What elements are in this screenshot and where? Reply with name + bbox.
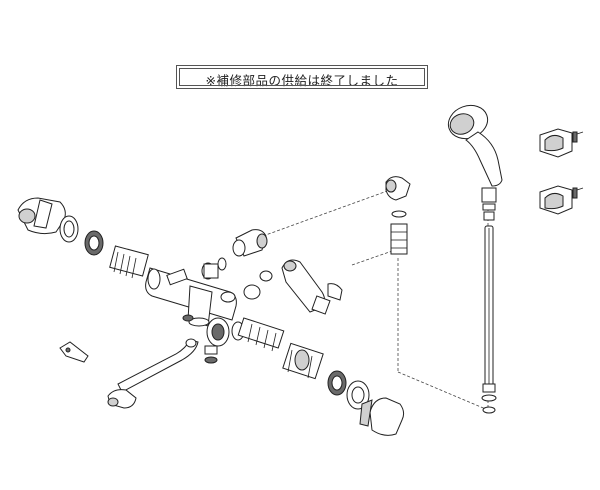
left-handle — [17, 197, 66, 235]
shower-hose — [481, 211, 497, 414]
drain-plug — [204, 345, 218, 364]
spout-pipe — [117, 338, 199, 393]
left-handle-nut — [59, 215, 79, 243]
shower-holder-upper — [539, 128, 584, 158]
left-handle-ring — [84, 230, 104, 256]
left-cartridge — [109, 245, 149, 279]
hose-elbow-adapter — [385, 176, 411, 218]
check-valve — [201, 229, 273, 303]
wrench-tool — [59, 341, 89, 363]
mixer-body — [145, 267, 237, 327]
right-handle — [359, 397, 405, 436]
discontinued-parts-notice: ※補修部品の供給は終了しました — [176, 65, 428, 89]
right-handle-ring — [327, 370, 370, 410]
fixing-nut — [206, 317, 230, 347]
shower-spout-arm — [281, 259, 343, 315]
shower-holder-lower — [539, 185, 584, 215]
notice-text: ※補修部品の供給は終了しました — [205, 73, 399, 88]
right-thermostat-unit — [282, 342, 324, 380]
shower-head — [447, 104, 503, 211]
spout-tip — [107, 389, 137, 409]
right-cartridge — [231, 317, 285, 352]
hose-connector — [390, 223, 408, 255]
leader-lines — [262, 189, 489, 411]
